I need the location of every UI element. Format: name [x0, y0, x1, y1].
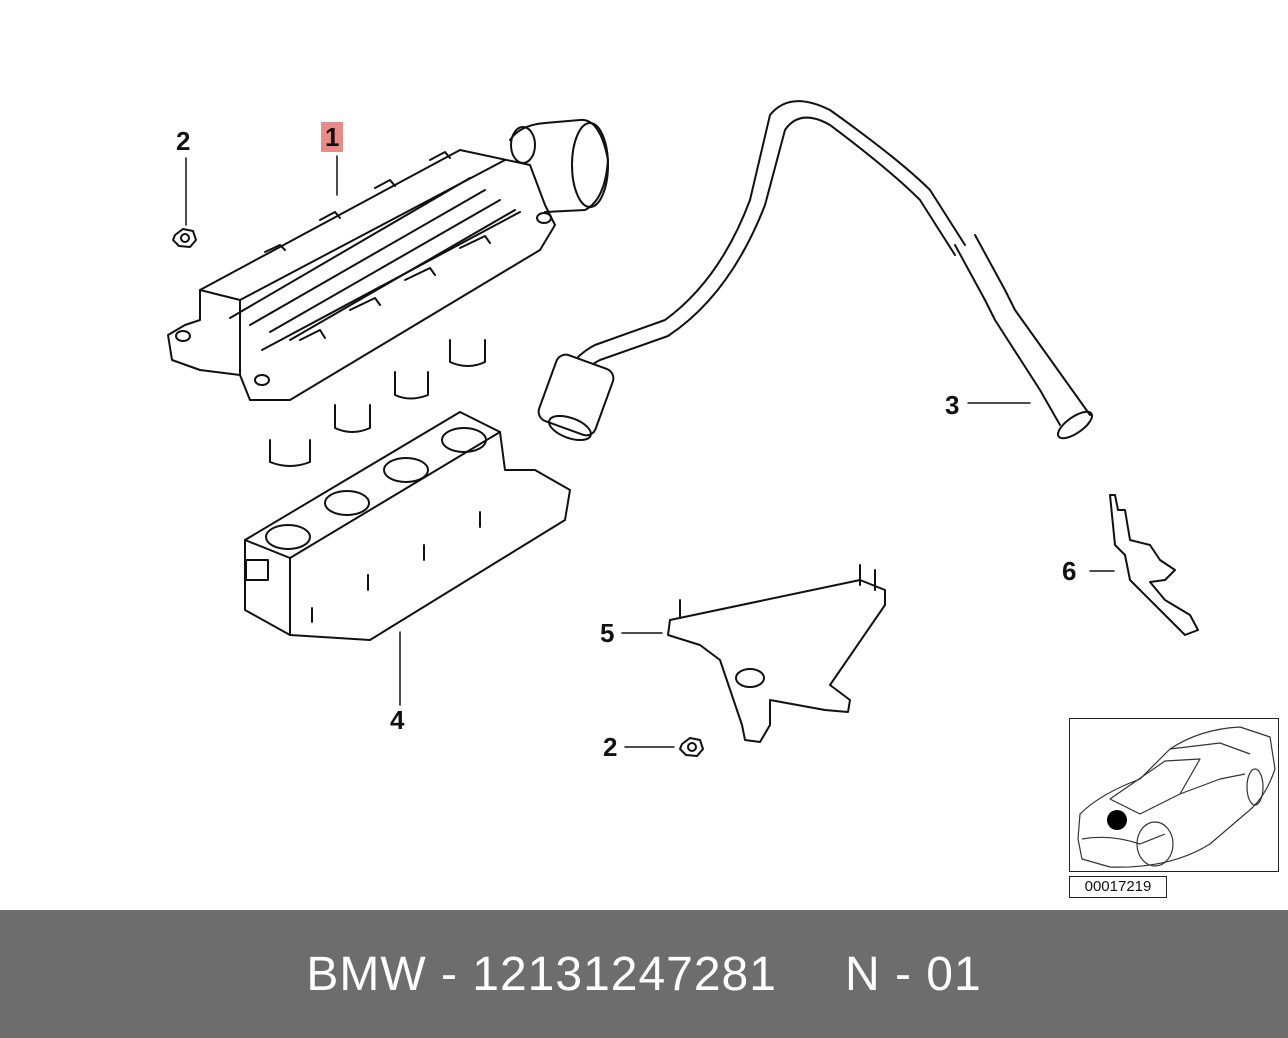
callout-2-top: 2 [176, 126, 191, 156]
part-number: BMW - 12131247281 [306, 947, 777, 1001]
parts-diagram [167, 100, 1199, 757]
hex-nut-part-bottom [624, 737, 704, 757]
spark-plug-part [1089, 494, 1199, 636]
bracket-part [621, 564, 886, 743]
hex-nut-part-top [172, 157, 197, 248]
callout-1: 1 [321, 122, 344, 152]
callout-5: 5 [600, 618, 615, 648]
car-outline-icon [1077, 726, 1276, 868]
ignition-lead-part [537, 100, 1094, 442]
callout-3: 3 [945, 390, 960, 420]
callout-4: 4 [390, 705, 405, 735]
coil-cover-part [244, 411, 571, 706]
diagram-code: 00017219 [1069, 876, 1167, 898]
ignition-coil-part [167, 118, 609, 467]
callout-2-bottom: 2 [603, 732, 618, 762]
footer-bar: BMW - 12131247281 N - 01 [0, 910, 1288, 1038]
reference-code: N - 01 [844, 947, 982, 1001]
callout-6: 6 [1062, 556, 1077, 586]
location-dot-icon [1107, 810, 1127, 830]
vehicle-location-inset [1069, 718, 1279, 872]
